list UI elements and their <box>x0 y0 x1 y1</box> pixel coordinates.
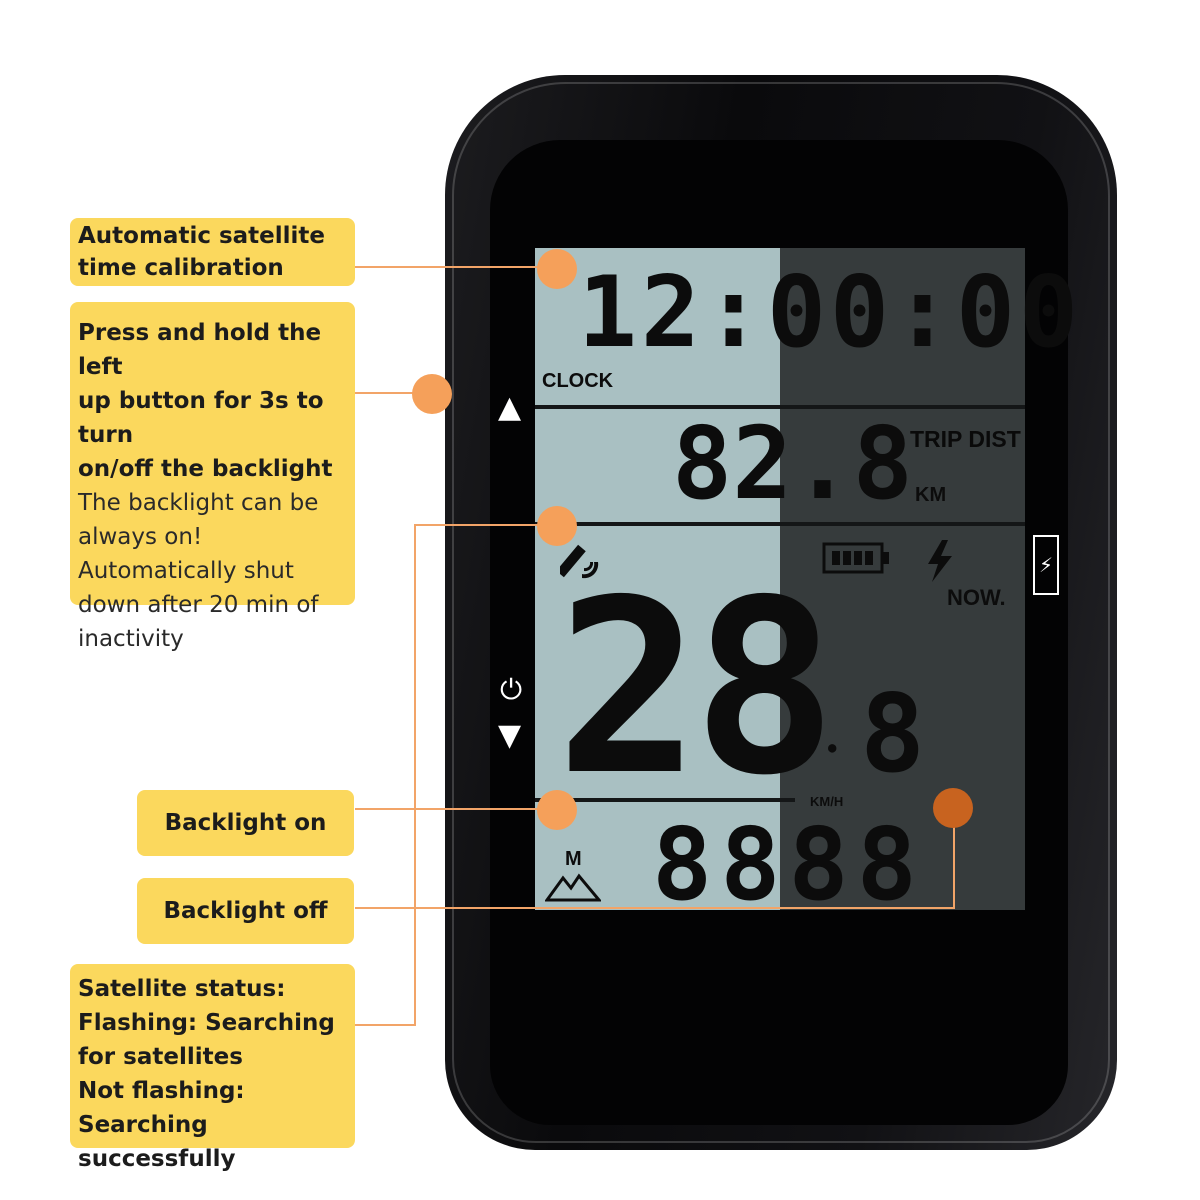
connector-line <box>355 1024 416 1026</box>
altitude-unit: M <box>565 848 582 870</box>
device-rim <box>452 82 1110 1143</box>
callout-line: The backlight can be <box>78 490 319 516</box>
speed-mode-label: NOW. <box>947 585 1006 610</box>
connector-line <box>414 524 416 1026</box>
callout-line: Searching successfully <box>78 1112 236 1172</box>
marker-dot-backlight-button <box>412 374 452 414</box>
lcd-divider <box>535 522 1025 526</box>
callout-line: down after 20 min of <box>78 592 319 618</box>
connector-line <box>355 392 431 394</box>
battery-icon <box>822 542 889 574</box>
connector-line <box>953 808 955 908</box>
speed-unit: KM/H <box>810 794 844 809</box>
lcd-divider <box>535 798 795 802</box>
callout-line: Press and hold the left <box>78 320 322 380</box>
callout-heading: Automatic satellite time calibration <box>78 223 326 281</box>
callout-backlight: Press and hold the left up button for 3s… <box>70 302 355 652</box>
down-arrow-icon[interactable]: ▼ <box>498 718 522 753</box>
speed-whole-value: 28 <box>556 548 837 828</box>
callout-line: for satellites <box>78 1044 243 1070</box>
speed-decimal-point: ● <box>828 740 837 756</box>
callout-heading: Backlight off <box>163 898 328 924</box>
callout-backlight-off: Backlight off <box>137 878 354 944</box>
marker-dot-satellite <box>537 506 577 546</box>
callout-time-calibration: Automatic satellite time calibration <box>70 218 355 286</box>
clock-label: CLOCK <box>542 370 614 392</box>
connector-line <box>355 907 955 909</box>
callout-line: Flashing: Searching <box>78 1010 335 1036</box>
clock-value: 12:00:00 <box>578 256 1083 370</box>
up-arrow-icon[interactable]: ▲ <box>498 390 522 425</box>
marker-dot-time <box>537 249 577 289</box>
speed-decimal-value: 8 <box>860 672 926 797</box>
satellite-icon <box>560 544 599 579</box>
callout-line: Satellite status: <box>78 976 286 1002</box>
connector-line <box>355 808 557 810</box>
callout-line: on/off the backlight <box>78 456 333 482</box>
lightning-button[interactable]: ⚡ <box>1033 535 1059 595</box>
trip-distance-unit: KM <box>915 484 947 506</box>
lcd-divider <box>535 405 1025 409</box>
callout-line: inactivity <box>78 626 184 652</box>
callout-heading: Backlight on <box>164 810 327 836</box>
marker-dot-backlight-off <box>933 788 973 828</box>
callout-line: always on! <box>78 524 203 550</box>
callout-line: Not flashing: <box>78 1078 245 1104</box>
power-icon[interactable]: ⏻ <box>500 673 523 706</box>
callout-satellite-status: Satellite status: Flashing: Searching fo… <box>70 964 355 1172</box>
callout-backlight-on: Backlight on <box>137 790 354 856</box>
trip-distance-value: 82.8 <box>672 405 913 522</box>
callout-line: up button for 3s to turn <box>78 388 324 448</box>
mountain-icon <box>545 873 601 902</box>
altitude-value: 8888 <box>652 806 925 923</box>
connector-line <box>414 524 557 526</box>
marker-dot-backlight-on <box>537 790 577 830</box>
callout-line: Automatically shut <box>78 558 294 584</box>
trip-distance-label: TRIP DIST <box>910 426 1021 452</box>
lightning-icon <box>928 540 952 582</box>
connector-line <box>355 266 557 268</box>
